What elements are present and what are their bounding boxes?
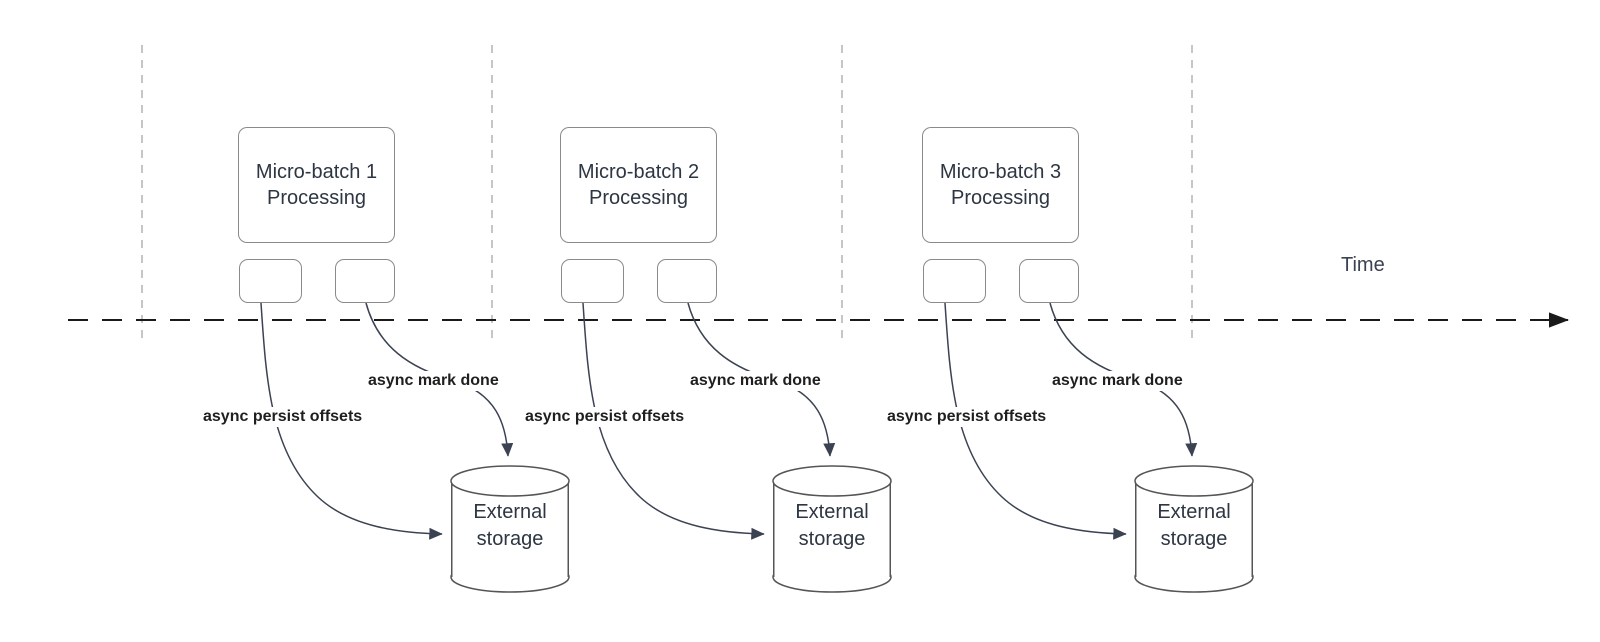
storage-cylinder [1134,465,1254,593]
box-title-line2: Processing [267,187,366,209]
storage-cylinder [772,465,892,593]
external-storage-label: External storage [795,501,869,550]
box-title-line1: Micro-batch 1 [255,161,378,183]
box-title-line2: Processing [951,187,1050,209]
async-mark-done-label: async mark done [1049,371,1186,391]
persist-offsets-arrow [582,302,765,540]
async-persist-offsets-label: async persist offsets [884,407,1050,427]
box-title-line1: Micro-batch 3 [939,161,1062,183]
done-task-box [335,259,395,303]
async-mark-done-label: async mark done [365,371,502,391]
micro-batch-group-1: Micro-batch 1 Processing async persist o… [200,0,598,642]
persist-offsets-arrow [944,302,1127,540]
batch-3-flow-graphics [944,302,1254,593]
done-task-box [1019,259,1079,303]
async-mark-done-label: async mark done [687,371,824,391]
micro-batch-group-3: Micro-batch 3 Processing async persist o… [884,0,1282,642]
time-axis-label: Time [1341,254,1385,276]
async-persist-offsets-label: async persist offsets [200,407,366,427]
offset-task-box [561,259,624,303]
box-title-line1: Micro-batch 2 [577,161,700,183]
storage-cylinder [450,465,570,593]
persist-offsets-arrow [260,302,443,540]
offset-task-box [239,259,302,303]
batch-2-flow-graphics [582,302,892,593]
done-task-box [657,259,717,303]
micro-batch-3-processing-box: Micro-batch 3 Processing [922,127,1079,243]
async-persist-offsets-label: async persist offsets [522,407,688,427]
external-storage-label: External storage [1157,501,1231,550]
micro-batch-box-title: Micro-batch 1 Processing [256,159,377,211]
micro-batch-box-title: Micro-batch 3 Processing [940,159,1061,211]
micro-batch-box-title: Micro-batch 2 Processing [578,159,699,211]
micro-batch-2-processing-box: Micro-batch 2 Processing [560,127,717,243]
micro-batch-group-2: Micro-batch 2 Processing async persist o… [522,0,920,642]
offset-task-box [923,259,986,303]
external-storage-label: External storage [473,501,547,550]
batch-1-flow-graphics [260,302,570,593]
box-title-line2: Processing [589,187,688,209]
micro-batch-1-processing-box: Micro-batch 1 Processing [238,127,395,243]
